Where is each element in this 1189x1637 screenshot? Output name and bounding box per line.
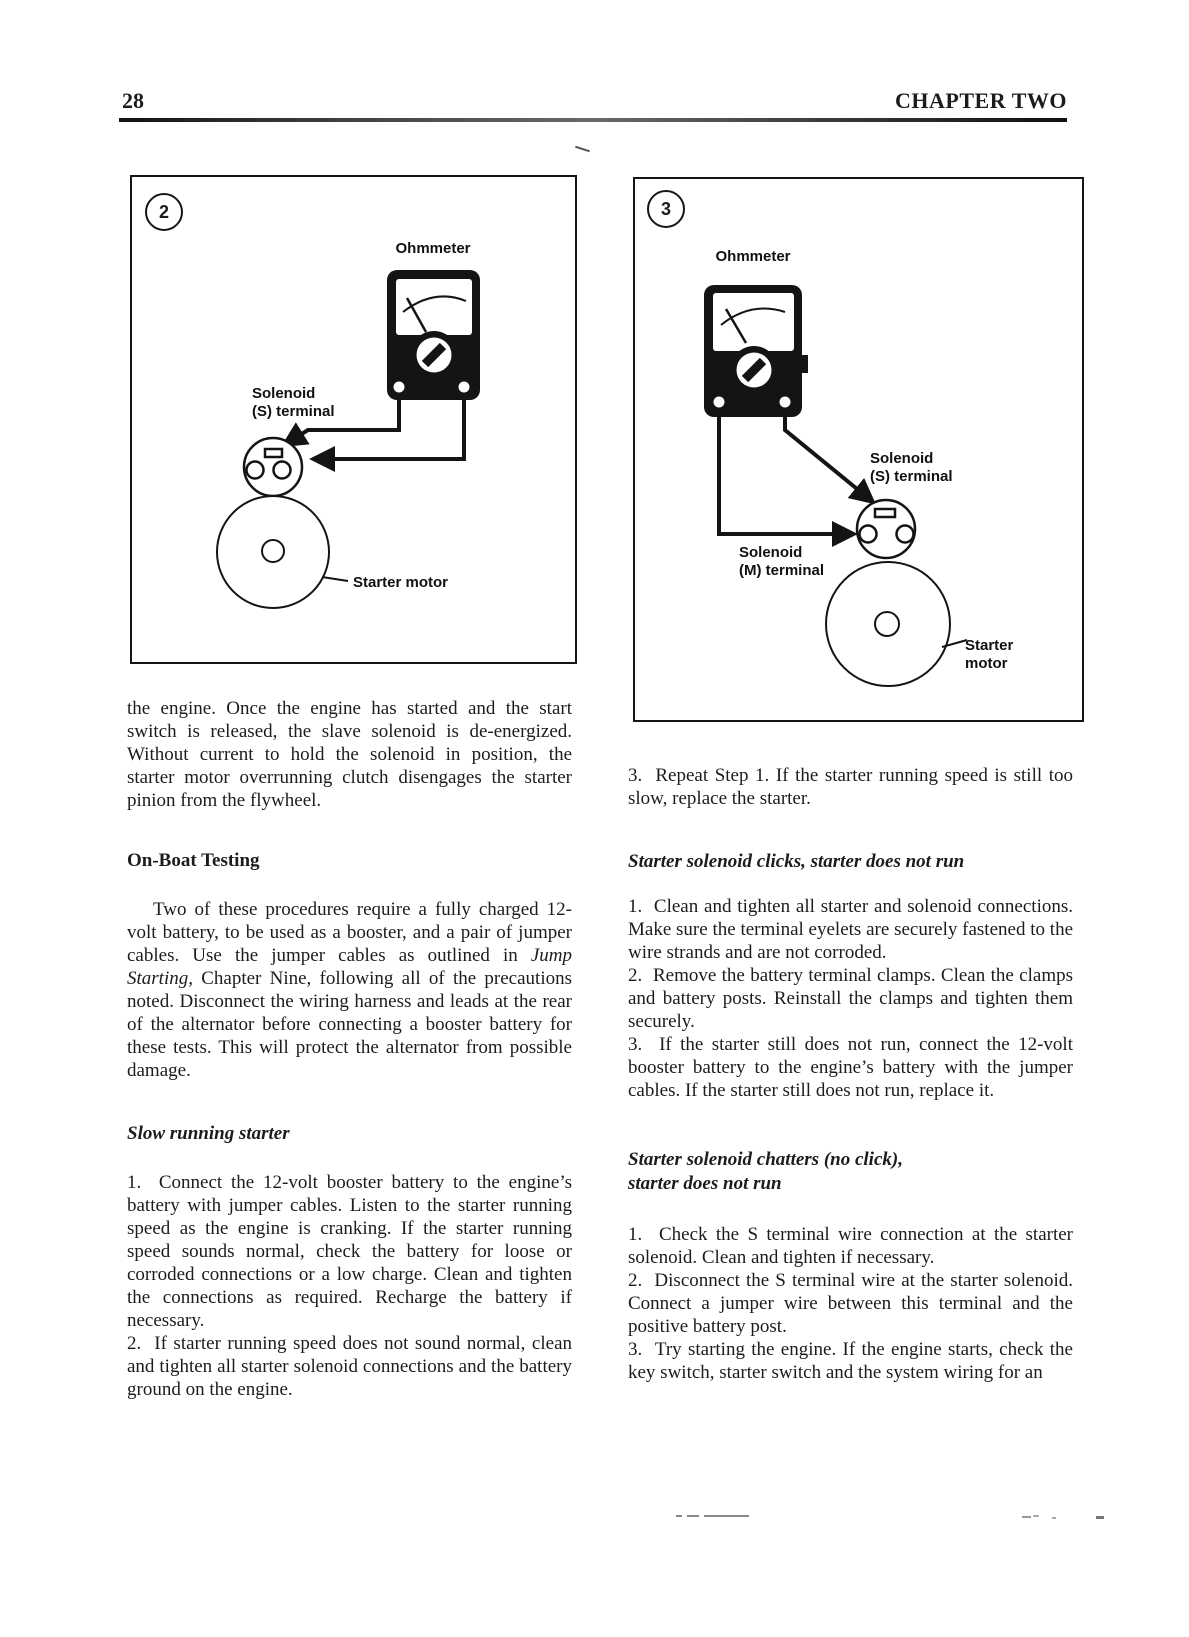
section-heading-on-boat-testing: On-Boat Testing [127,850,260,871]
step-item: 1. Check the S terminal wire connection … [628,1224,1073,1268]
figure-2-ohmmeter-label: Ohmmeter [395,240,471,257]
figure-3-number: 3 [647,190,685,228]
ohmmeter-lead-right [309,387,466,472]
step-item: 1. Connect the 12-volt booster battery t… [127,1172,572,1331]
ohmmeter-lead-left [280,387,401,448]
on-boat-text-post: Chapter Nine, following all of the preca… [127,968,572,1081]
scan-artifact [687,1515,699,1517]
on-boat-paragraph: Two of these procedures require a fully … [127,898,572,1082]
figure-3-diagram [704,285,968,687]
scan-artifact [1052,1517,1056,1519]
scan-artifact [1022,1516,1031,1518]
jump-starting-reference: Jump Starting, [127,945,572,989]
scan-artifact [1096,1516,1104,1519]
ohmmeter-lead-right [783,405,877,505]
scan-artifact [704,1515,749,1517]
subheading-solenoid-chatters-line1: Starter solenoid chatters (no click), [628,1149,903,1170]
solenoid-icon [242,436,304,498]
solenoid-icon [855,498,917,560]
scan-artifact [676,1515,682,1517]
step-item: 2. If starter running speed does not sou… [127,1333,572,1400]
solenoid-chatters-steps: 1. Check the S terminal wire connection … [628,1223,1073,1384]
figure-2-starter-motor-label: Starter motor [353,574,449,591]
step-item: 1. Clean and tighten all starter and sol… [628,896,1073,963]
header-rule [119,118,1067,122]
step-item: 3. Try starting the engine. If the engin… [628,1339,1073,1383]
right-text-column: 3. Repeat Step 1. If the starter running… [628,764,1073,1384]
figure-2-number: 2 [145,193,183,231]
scan-artifact [1033,1515,1039,1517]
page-number: 28 [122,88,144,113]
scan-artifact [575,145,590,153]
left-text-column: the engine. Once the engine has started … [127,697,572,1401]
figure-3-solenoid-m-label: Solenoid (M) terminal [739,544,825,579]
subheading-solenoid-chatters-line2: starter does not run [628,1173,782,1194]
figure-3-starter-motor-label: Starter motor [965,637,1014,672]
step-item: 3. Repeat Step 1. If the starter running… [628,765,1073,809]
subheading-solenoid-clicks: Starter solenoid clicks, starter does no… [628,851,965,872]
solenoid-clicks-steps: 1. Clean and tighten all starter and sol… [628,895,1073,1102]
figure-3-ohmmeter-label: Ohmmeter [715,248,791,265]
ohmmeter-lead-left [717,405,858,547]
starter-motor-icon [825,561,968,687]
step-item: 3. If the starter still does not run, co… [628,1034,1073,1101]
ohmmeter-icon [704,285,808,417]
step-item: 2. Disconnect the S terminal wire at the… [628,1270,1073,1337]
intro-paragraph: the engine. Once the engine has started … [127,698,572,811]
figure-2-diagram [216,270,480,609]
step-item: 2. Remove the battery terminal clamps. C… [628,965,1073,1032]
figure-3-box: 3 Ohmmeter Solenoid (S) terminal Solenoi… [633,177,1084,722]
starter-motor-icon [216,495,349,609]
subheading-slow-running-starter: Slow running starter [127,1123,290,1144]
figure-3-solenoid-s-label: Solenoid (S) terminal [870,450,953,485]
on-boat-text-pre: Two of these procedures require a fully … [127,899,572,966]
figure-2-solenoid-s-label: Solenoid (S) terminal [252,385,335,420]
ohmmeter-icon [387,270,480,400]
figure-2-box: 2 Ohmmeter Solenoid (S) terminal Starter… [130,175,577,664]
slow-starter-steps: 1. Connect the 12-volt booster battery t… [127,1171,572,1401]
chapter-title: CHAPTER TWO [895,88,1067,113]
